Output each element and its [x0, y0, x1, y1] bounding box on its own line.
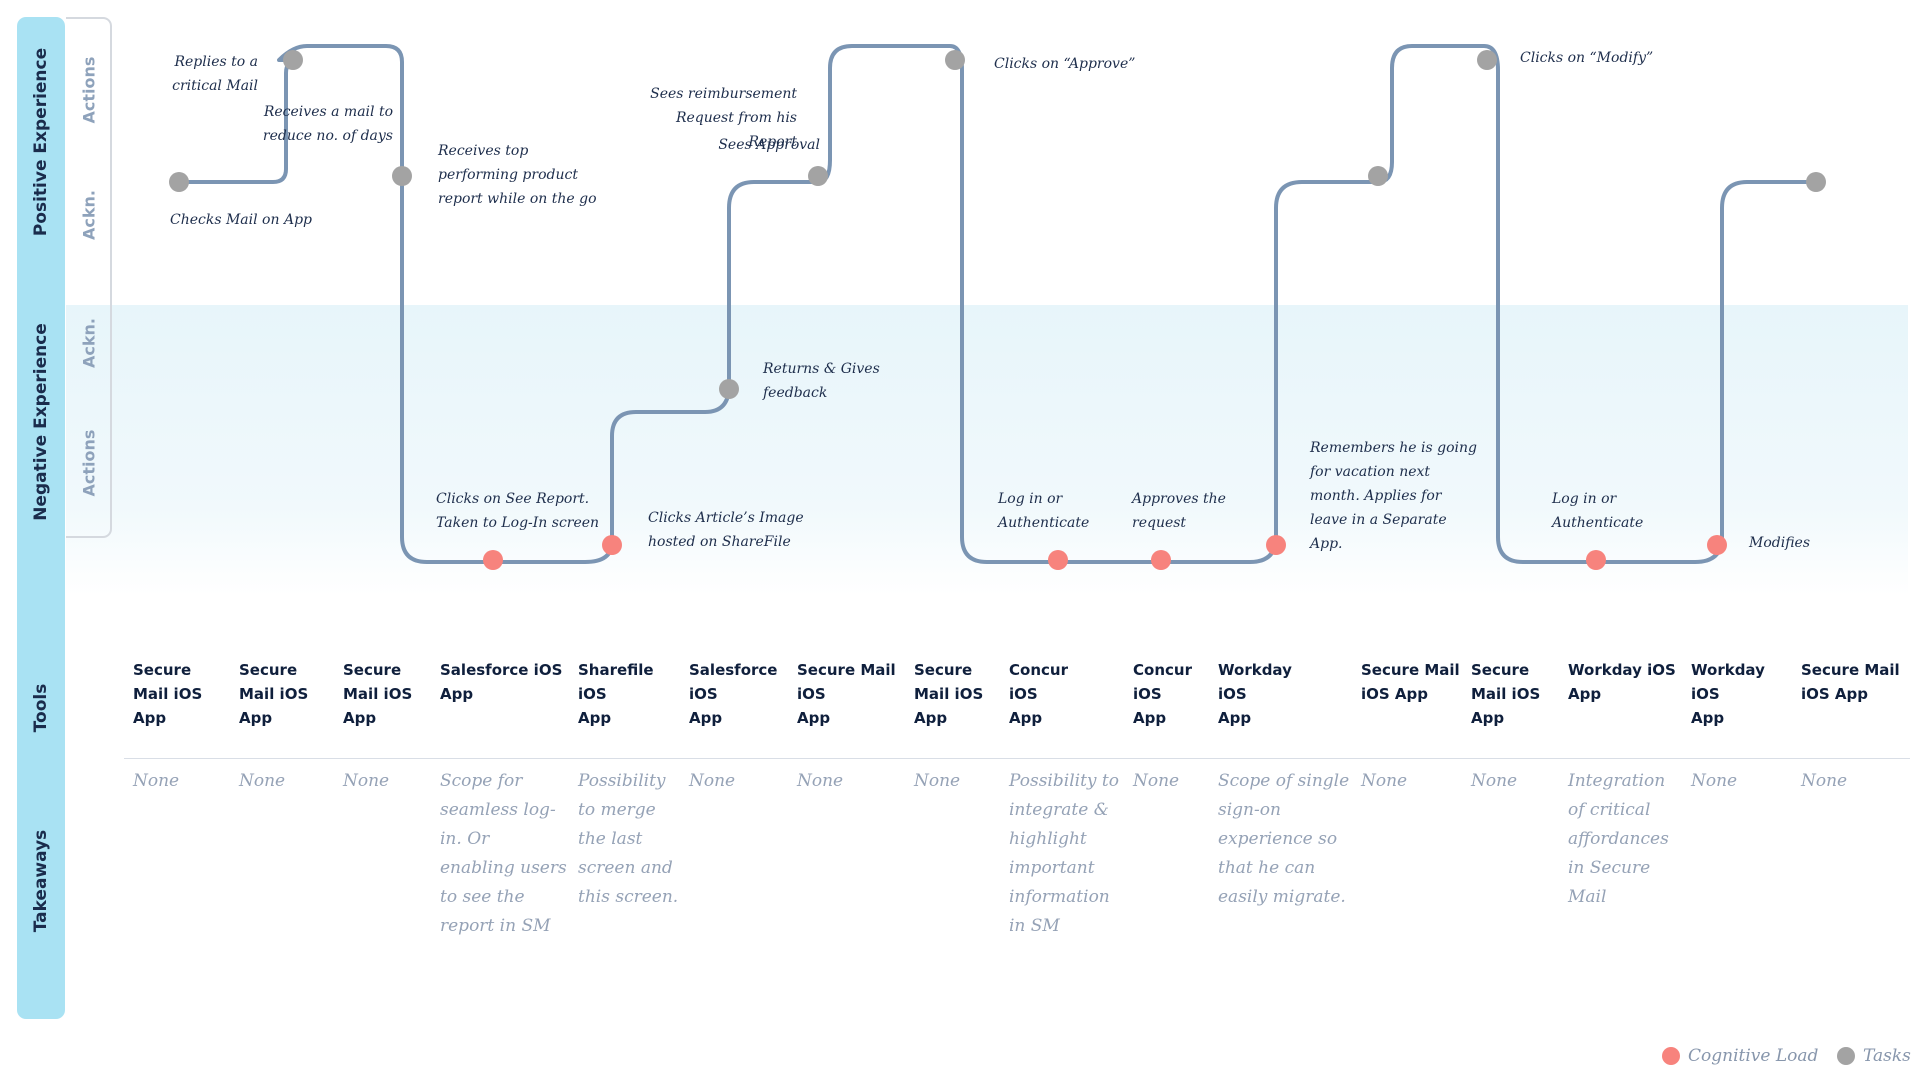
tool-6: Salesforce iOS App	[689, 661, 778, 727]
step-label-10: Approves the request	[1132, 491, 1226, 531]
tool-4: Salesforce iOS App	[440, 661, 563, 703]
takeaway-14: Integration of critical affordances in S…	[1568, 771, 1669, 907]
task-dot-12	[1368, 166, 1388, 186]
step-label-13: Clicks on “Modify”	[1520, 50, 1654, 66]
takeaway-1: None	[133, 771, 180, 791]
section-label-takeaways: Takeaways	[31, 829, 51, 933]
takeaway-5: Possibility to merge the last screen and…	[578, 771, 679, 907]
tool-2: Secure Mail iOS App	[239, 661, 309, 727]
takeaway-3: None	[343, 771, 390, 791]
task-dot-16	[1806, 172, 1826, 192]
task-dot-13	[1477, 50, 1497, 70]
cognitive-load-dot-15	[1707, 535, 1727, 555]
journey-path	[179, 44, 1816, 564]
tool-1: Secure Mail iOS App	[133, 661, 203, 727]
tool-5: Sharefile iOS App	[578, 661, 654, 727]
section-label-tools: Tools	[31, 683, 51, 733]
takeaway-7: None	[797, 771, 844, 791]
task-dot-1	[169, 172, 189, 192]
journey-path-diagram	[169, 44, 1826, 570]
step-label-4: Clicks on See Report. Taken to Log-In sc…	[436, 491, 600, 531]
takeaway-16: None	[1801, 771, 1848, 791]
takeaway-2: None	[239, 771, 286, 791]
step-label-7: Sees reimbursement Request from his Repo…	[650, 86, 797, 150]
legend-tasks: Tasks	[1837, 1046, 1911, 1066]
step-label-2: Replies to a critical Mail	[172, 54, 258, 94]
sublane-bracket	[66, 17, 112, 538]
task-dot-8	[945, 50, 965, 70]
step-label-3: Receives top performing product report w…	[438, 143, 597, 207]
step-label-11: Remembers he is going for vacation next …	[1310, 440, 1477, 552]
tool-15: Workday iOS App	[1691, 661, 1765, 727]
takeaway-6: None	[689, 771, 736, 791]
step-label-1: Checks Mail on App	[170, 212, 312, 228]
tool-7: Secure Mail iOS App	[797, 661, 896, 727]
legend-cognitive-load-label: Cognitive Load	[1688, 1046, 1819, 1066]
takeaway-11: Scope of single sign-on experience so th…	[1218, 771, 1350, 907]
legend-cognitive-load: Cognitive Load	[1662, 1046, 1818, 1066]
takeaway-15: None	[1691, 771, 1738, 791]
tool-14: Workday iOS App	[1568, 661, 1676, 703]
step-label-16: Sees Approval	[718, 137, 820, 153]
tool-9: Concur iOS App	[1009, 661, 1068, 727]
legend-tasks-dot	[1837, 1047, 1855, 1065]
section-sidebar	[17, 17, 65, 1019]
cognitive-load-dot-4	[483, 550, 503, 570]
tool-8: Secure Mail iOS App	[914, 661, 984, 727]
task-dot-2	[283, 50, 303, 70]
takeaway-4: Scope for seamless log- in. Or enabling …	[440, 771, 567, 936]
tool-3: Secure Mail iOS App	[343, 661, 413, 727]
legend-tasks-label: Tasks	[1863, 1046, 1911, 1066]
cognitive-load-dot-14	[1586, 550, 1606, 570]
takeaway-8: None	[914, 771, 961, 791]
task-dot-6	[719, 379, 739, 399]
tool-13: Secure Mail iOS App	[1471, 661, 1541, 727]
tools-divider	[124, 758, 1910, 759]
cognitive-load-dot-11	[1266, 535, 1286, 555]
tool-10: Concur iOS App	[1133, 661, 1192, 727]
step-label-9: Log in or Authenticate	[998, 491, 1090, 531]
takeaway-9: Possibility to integrate & highlight imp…	[1009, 771, 1119, 936]
takeaway-12: None	[1361, 771, 1408, 791]
tool-16: Secure Mail iOS App	[1801, 661, 1900, 703]
step-label-14: Log in or Authenticate	[1552, 491, 1644, 531]
cognitive-load-dot-10	[1151, 550, 1171, 570]
takeaway-10: None	[1133, 771, 1180, 791]
step-label-12: Receives a mail to reduce no. of days	[262, 104, 393, 144]
negative-experience-band	[66, 305, 1908, 595]
task-dot-7	[808, 166, 828, 186]
tool-12: Secure Mail iOS App	[1361, 661, 1460, 703]
legend-cognitive-load-dot	[1662, 1047, 1680, 1065]
cognitive-load-dot-9	[1048, 550, 1068, 570]
step-label-5: Clicks Article’s Image hosted on ShareFi…	[648, 510, 804, 550]
task-dot-3	[392, 166, 412, 186]
step-label-6: Returns & Gives feedback	[763, 361, 880, 401]
step-label-15: Modifies	[1749, 535, 1811, 551]
takeaway-13: None	[1471, 771, 1518, 791]
tool-11: Workday iOS App	[1218, 661, 1292, 727]
cognitive-load-dot-5	[602, 535, 622, 555]
step-label-8: Clicks on “Approve”	[994, 56, 1136, 72]
